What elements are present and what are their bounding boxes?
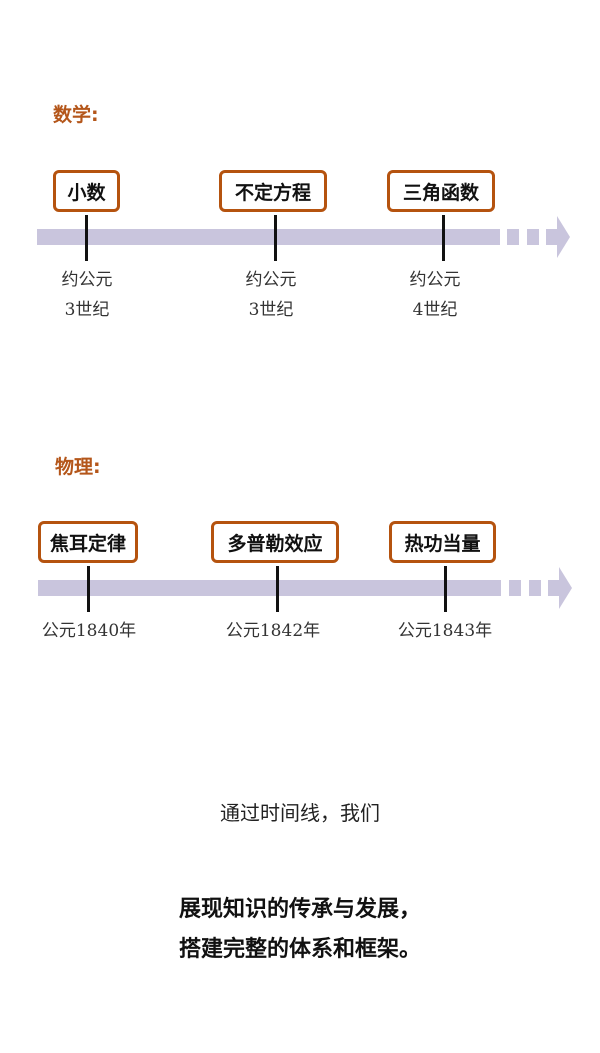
event-date-line: 公元1843年: [397, 621, 493, 641]
timeline-dash: [509, 580, 521, 596]
event-tick: [274, 215, 277, 261]
event-date-line: 3世纪: [248, 300, 294, 320]
section-title-math: 数学:: [53, 104, 99, 126]
event-date: 约公元 3世纪: [246, 265, 297, 325]
event-box: 小数: [53, 170, 120, 212]
timeline-bar: [38, 580, 501, 596]
event-box: 焦耳定律: [38, 521, 138, 563]
conclusion-line: 展现知识的传承与发展，: [178, 897, 421, 922]
event-date: 约公元 3世纪: [62, 265, 113, 325]
event-date: 约公元 4世纪: [410, 265, 461, 325]
event-tick: [442, 215, 445, 261]
event-tick: [276, 566, 279, 612]
timeline-arrow-icon: [557, 216, 570, 258]
event-tick: [87, 566, 90, 612]
timeline-dash: [507, 229, 519, 245]
event-box: 多普勒效应: [211, 521, 339, 563]
event-date-line: 约公元: [409, 270, 461, 290]
event-date-line: 4世纪: [412, 300, 458, 320]
event-box: 不定方程: [219, 170, 327, 212]
timeline-dash: [548, 580, 559, 596]
event-tick: [444, 566, 447, 612]
event-date: 公元1842年: [226, 616, 320, 646]
timeline-arrow-icon: [559, 567, 572, 609]
event-date-line: 公元1842年: [225, 621, 321, 641]
event-tick: [85, 215, 88, 261]
conclusion-caption: 展现知识的传承与发展， 搭建完整的体系和框架。: [0, 890, 600, 970]
conclusion-line: 搭建完整的体系和框架。: [178, 937, 421, 962]
event-date: 公元1840年: [42, 616, 136, 646]
event-box: 热功当量: [389, 521, 496, 563]
event-date: 公元1843年: [398, 616, 492, 646]
intro-caption: 通过时间线，我们: [220, 801, 380, 825]
timeline-dash: [546, 229, 557, 245]
event-date-line: 约公元: [245, 270, 297, 290]
event-box: 三角函数: [387, 170, 495, 212]
timeline-dash: [529, 580, 541, 596]
event-date-line: 公元1840年: [41, 621, 137, 641]
event-date-line: 3世纪: [64, 300, 110, 320]
timeline-bar: [37, 229, 500, 245]
section-title-physics: 物理:: [55, 456, 101, 478]
timeline-dash: [527, 229, 539, 245]
event-date-line: 约公元: [61, 270, 113, 290]
